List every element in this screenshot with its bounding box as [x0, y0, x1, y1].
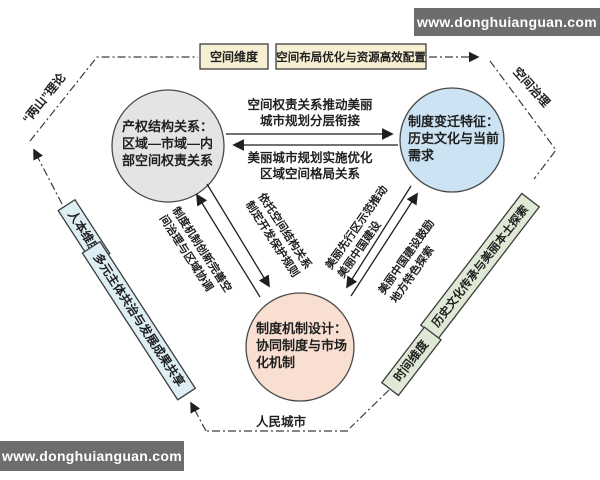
watermark-bottom-text: www.donghuianguan.com [2, 448, 182, 464]
bottom-arrow-text-2: 区域空间格局关系 [260, 166, 361, 181]
arrow-bottom-to-right-circle [350, 192, 418, 297]
right-box-2-rect [380, 326, 442, 397]
top-box-1-rect [199, 43, 269, 70]
frame-left-top-edge [29, 56, 198, 142]
right-diagonal-right-text: 美丽中国建设鼓励 地方特色探索 [375, 217, 437, 306]
circle-bottom-line-3: 化机制 [256, 355, 295, 370]
arrow-bottom-to-left-circle [196, 193, 261, 298]
arrow-left-circle-to-bottom [206, 183, 270, 288]
left-box-2-rect [81, 240, 197, 401]
watermark-bottom-left: www.donghuianguan.com [0, 441, 184, 471]
left-diagonal-right-text: 依托空间结构关系 制定开发保护规则 [243, 190, 315, 280]
top-arrow-text-1: 空间权责关系推动美丽 [247, 97, 373, 112]
right-diagonal-left-text: 美丽先行区示范推动 美丽中国建设 [322, 183, 390, 281]
watermark-top-right: www.donghuianguan.com [414, 8, 600, 36]
circle-right-line-2: 历史文化与当前 [408, 131, 499, 146]
circle-institutional-change [399, 87, 505, 193]
circle-bottom-line-2: 协同制度与市场 [256, 338, 347, 353]
top-box-1-label: 空间维度 [210, 49, 259, 64]
circle-right-line-3: 需求 [408, 148, 435, 163]
bottom-arrow-text-1: 美丽城市规划实施优化 [247, 150, 373, 165]
frame-label-two-mountains: “两山”理论 [19, 69, 69, 126]
circle-mechanism-design [245, 292, 355, 402]
frame-right-upper-edge [489, 60, 557, 180]
circle-property-structure [111, 89, 225, 203]
top-box-2-rect [275, 43, 427, 70]
frame-right-lower-edge [349, 389, 390, 429]
top-box-spatial-layout: 空间布局优化与资源高效配置 [275, 43, 427, 70]
left-diagonal-left-text: 制度机制创新完善空 间治理与区域协调 [157, 204, 235, 295]
circle-left-line-3: 部空间权责关系 [122, 153, 213, 168]
people-city-label: 人民城市 [256, 414, 307, 429]
two-mountains-theory-label: “两山”理论 [19, 69, 69, 126]
right-box-history-culture: 历史文化传承与美丽本土探索 [419, 192, 541, 340]
frame-left-lower-arrow [33, 148, 63, 205]
circle-bottom-line-1: 制度机制设计： [256, 321, 347, 336]
circle-right-line-1: 制度变迁特征： [408, 114, 499, 129]
arrow-right-circle-to-bottom [346, 185, 412, 289]
top-box-2-label: 空间布局优化与资源高效配置 [276, 50, 426, 64]
circle-left-line-1: 产权结构关系： [122, 119, 213, 134]
right-box-1-label: 历史文化传承与美丽本土探索 [429, 202, 531, 330]
spatial-governance-label: 空间治理 [510, 64, 553, 110]
left-box-multi-subject: 多元主体共治与发展成果共享 [81, 240, 197, 401]
top-arrow-text-2: 城市规划分层衔接 [260, 113, 361, 128]
watermark-top-text: www.donghuianguan.com [417, 14, 597, 30]
circle-left-line-2: 区域—市域—内 [122, 136, 213, 151]
frame-label-spatial-governance: 空间治理 [510, 64, 553, 110]
left-box-2-label: 多元主体共治与发展成果共享 [91, 250, 189, 389]
frame-bottom-left-arrow [190, 401, 207, 432]
right-box-time-dimension: 时间维度 [380, 326, 442, 397]
top-box-spatial-dimension: 空间维度 [199, 43, 269, 70]
